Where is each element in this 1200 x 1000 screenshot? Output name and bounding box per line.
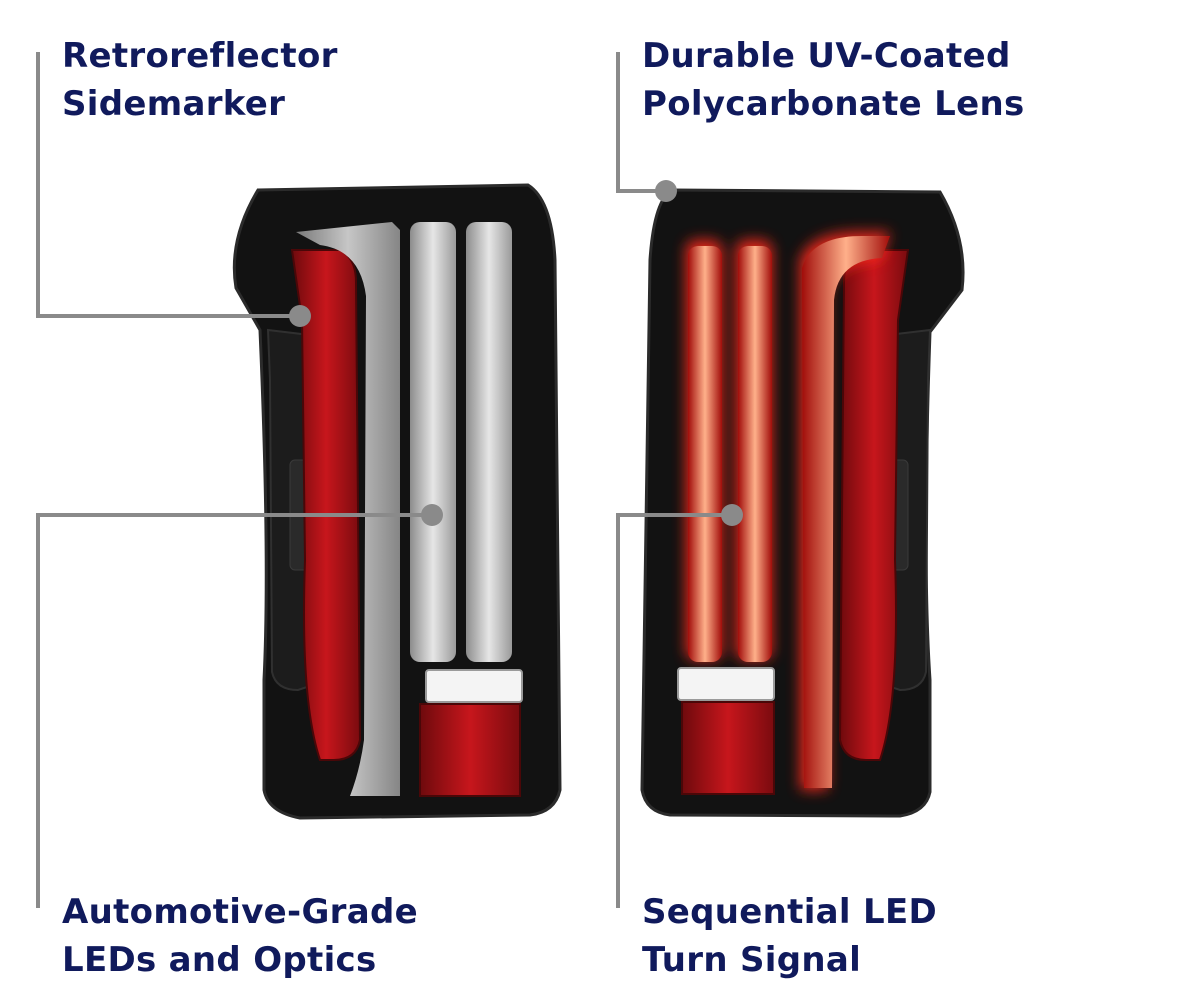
left-bar-inner [466, 222, 512, 662]
leader-retroreflector [36, 52, 300, 318]
callout-sequential-line2: Turn Signal [642, 940, 862, 980]
right-lower-reflector [681, 701, 775, 795]
callout-uv-lens-line2: Polycarbonate Lens [642, 84, 1025, 124]
callout-leds-optics-line2: LEDs and Optics [62, 940, 377, 980]
left-reverse-lens [425, 669, 523, 703]
marker-retroreflector [289, 305, 311, 327]
right-bar-inner [688, 246, 722, 662]
right-bar-outer [802, 236, 890, 788]
leader-uv-lens [616, 52, 666, 193]
callout-retroreflector: Retroreflector Sidemarker [62, 32, 338, 128]
callout-sequential: Sequential LED Turn Signal [642, 888, 937, 984]
left-bar-outer [296, 222, 400, 796]
left-reflector [290, 249, 362, 761]
callout-uv-lens-line1: Durable UV-Coated [642, 36, 1011, 76]
callout-sequential-line1: Sequential LED [642, 892, 938, 932]
marker-uv-lens [655, 180, 677, 202]
leader-leds-optics [36, 513, 432, 908]
callout-uv-lens: Durable UV-Coated Polycarbonate Lens [642, 32, 1025, 128]
marker-sequential [721, 504, 743, 526]
left-bar-mid [410, 222, 456, 662]
leader-sequential [616, 513, 732, 908]
left-lower-reflector [419, 703, 521, 797]
right-tail-light [640, 188, 965, 818]
left-tail-light [232, 183, 562, 820]
marker-leds-optics [421, 504, 443, 526]
right-bar-mid [738, 246, 772, 662]
right-reverse-lens [677, 667, 775, 701]
callout-leds-optics-line1: Automotive-Grade [62, 892, 418, 932]
callout-leds-optics: Automotive-Grade LEDs and Optics [62, 888, 418, 984]
callout-retroreflector-line1: Retroreflector [62, 36, 338, 76]
callout-retroreflector-line2: Sidemarker [62, 84, 286, 124]
